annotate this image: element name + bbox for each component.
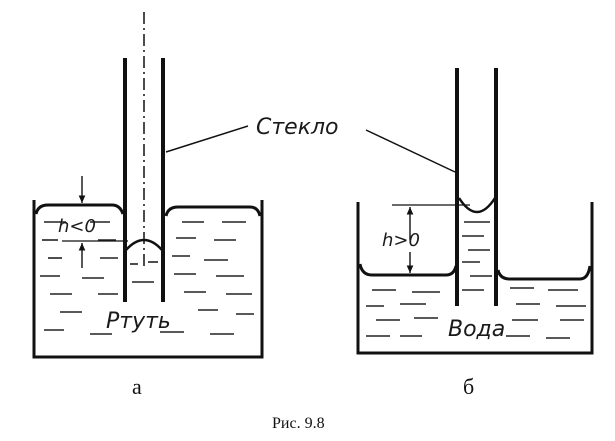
leader-line-a — [165, 125, 249, 153]
panel-letter-a: а — [132, 374, 142, 399]
mercury-surface-left — [34, 203, 125, 215]
figure-caption: Рис. 9.8 — [272, 415, 325, 432]
vessel-right — [356, 202, 594, 355]
glass-label: Стекло — [256, 115, 339, 140]
water-surface-right — [496, 265, 592, 281]
water-hatching — [366, 221, 586, 339]
panel-a-mercury: h<0 Ртуть а — [32, 12, 264, 399]
glass-callout: Стекло — [165, 115, 456, 173]
height-label-b: h>0 — [382, 230, 420, 251]
vessel-left — [32, 200, 264, 359]
leader-line-b — [365, 129, 456, 173]
panel-letter-b: б — [463, 374, 474, 399]
mercury-hatching — [40, 221, 254, 335]
panel-b-water: h>0 Вода б — [356, 68, 594, 399]
water-surface-left — [358, 263, 458, 277]
mercury-surface-right — [164, 205, 262, 217]
liquid-label-water: Вода — [448, 317, 505, 342]
height-label-a: h<0 — [58, 216, 96, 237]
liquid-label-mercury: Ртуть — [106, 309, 171, 334]
water-meniscus — [457, 197, 497, 214]
